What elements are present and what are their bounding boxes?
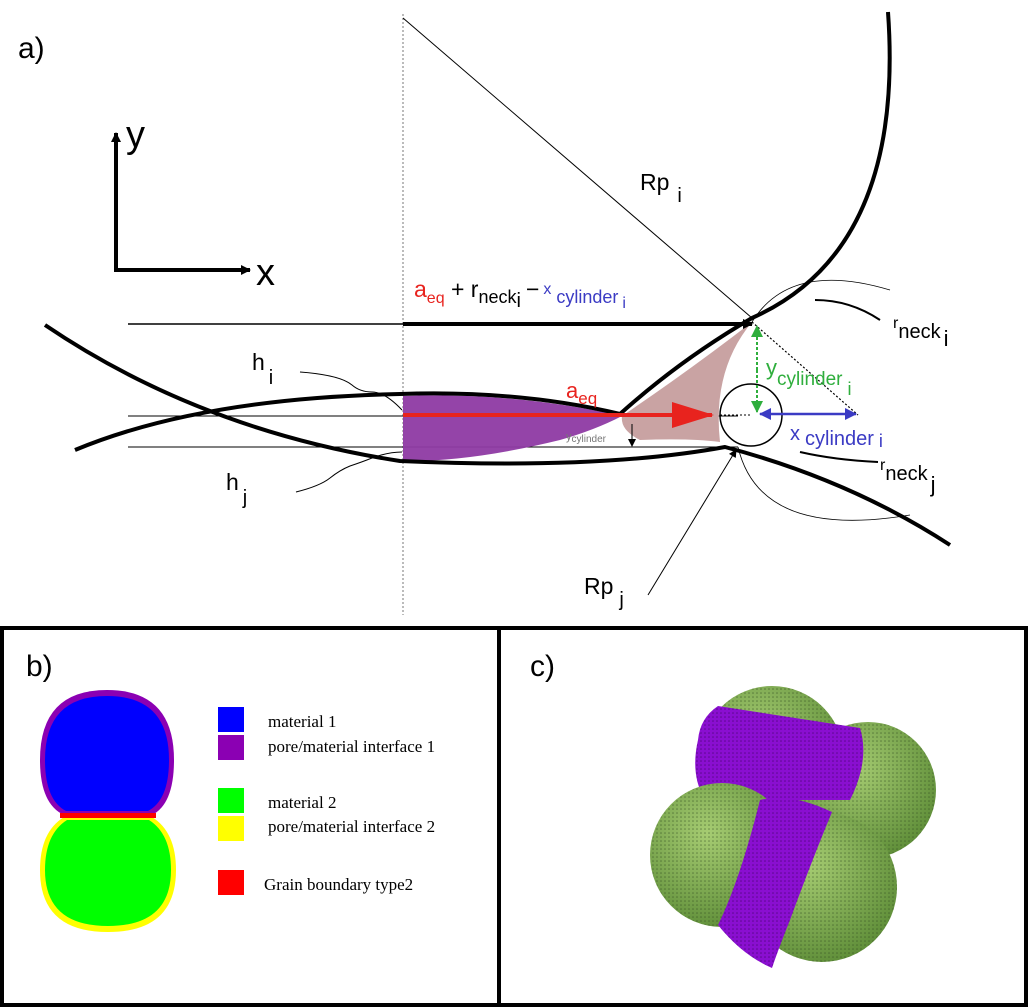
legend-swatch-material-1 bbox=[218, 707, 244, 732]
rp-j-label: Rpj bbox=[584, 573, 624, 611]
axis-y-label: y bbox=[126, 114, 145, 156]
axis-x-label: x bbox=[256, 252, 275, 294]
rp-i-label: Rpi bbox=[640, 169, 682, 207]
h-j-label: hj bbox=[226, 469, 247, 509]
h-j-leader bbox=[295, 451, 403, 493]
legend-swatch-pore-interface-2 bbox=[218, 816, 244, 841]
legend-text-pore-interface-1: pore/material interface 1 bbox=[268, 737, 435, 756]
h-i-label: hi bbox=[252, 349, 273, 389]
panel-c-label: c) bbox=[530, 650, 555, 683]
neck-band-front-texture bbox=[718, 797, 832, 968]
panel-b: b) material 1 pore/material interface 1 … bbox=[26, 650, 435, 932]
neck-arc-lower bbox=[737, 446, 911, 521]
legend-text-pore-interface-2: pore/material interface 2 bbox=[268, 817, 435, 836]
lens-area-purple bbox=[403, 395, 622, 462]
grain-boundary-line bbox=[60, 813, 156, 818]
grain-j-outline bbox=[43, 323, 952, 547]
radius-line-rp-i bbox=[402, 17, 753, 319]
h-i-leader bbox=[299, 371, 403, 411]
neck-dotted-diag bbox=[751, 321, 859, 416]
r-neck-j-leader bbox=[799, 451, 879, 463]
panel-c: c) bbox=[530, 650, 936, 968]
neck-area-pink bbox=[621, 322, 752, 442]
panel-b-label: b) bbox=[26, 650, 53, 683]
legend-swatch-grain-boundary bbox=[218, 870, 244, 895]
legend-swatch-pore-interface-1 bbox=[218, 735, 244, 760]
legend: material 1 pore/material interface 1 mat… bbox=[218, 707, 435, 895]
r-neck-i-leader bbox=[814, 299, 881, 321]
panel-a-label: a) bbox=[18, 32, 45, 65]
a-eq-arrowhead bbox=[672, 402, 714, 428]
legend-text-grain-boundary: Grain boundary type2 bbox=[264, 875, 413, 894]
neck-band-back-texture bbox=[695, 706, 864, 800]
neck-arc-upper bbox=[751, 279, 891, 323]
legend-text-material-2: material 2 bbox=[268, 793, 336, 812]
rp-j-leader bbox=[647, 449, 737, 596]
small-ycylinder-label: ycylinder bbox=[566, 431, 607, 445]
grain-i-outline bbox=[74, 11, 892, 452]
a-eq-label: aeq bbox=[566, 378, 597, 408]
legend-text-material-1: material 1 bbox=[268, 712, 336, 731]
material-1-shape bbox=[45, 696, 169, 811]
panel-c-border bbox=[497, 626, 1028, 1007]
material-2-shape bbox=[45, 820, 171, 926]
panel-a: a) y x bbox=[18, 11, 952, 615]
legend-swatch-material-2 bbox=[218, 788, 244, 813]
